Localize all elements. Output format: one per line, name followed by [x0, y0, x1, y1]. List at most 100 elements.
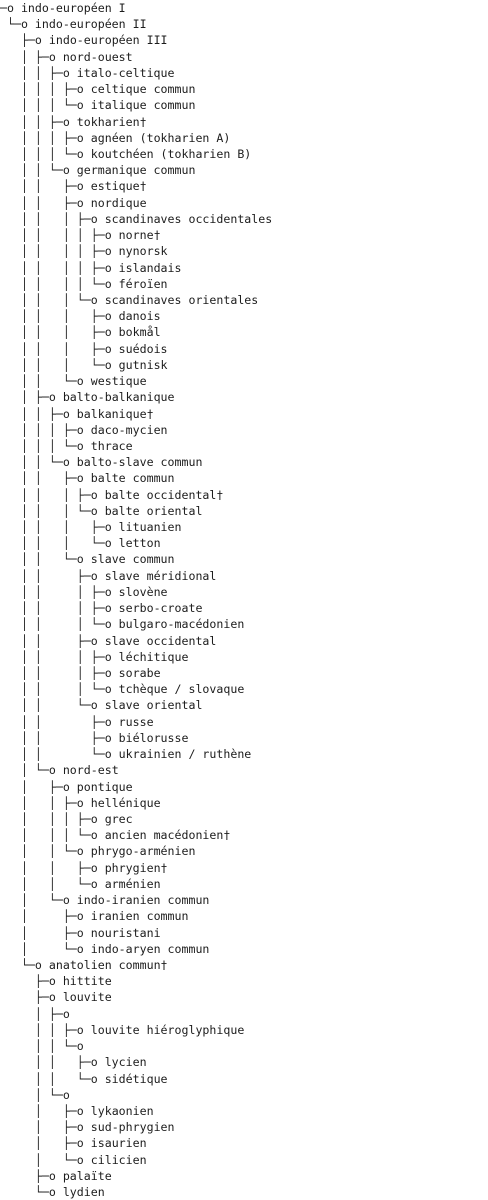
tree-node-label: estique†	[90, 179, 147, 194]
tree-connector: ├─o	[0, 974, 63, 989]
tree-node: │ ├─o nouristani	[0, 925, 488, 941]
tree-node: │ ├─o nord-ouest	[0, 49, 488, 65]
tree-node-label: agnéen (tokharien A)	[90, 130, 231, 145]
tree-node-label: balkanique†	[76, 406, 154, 421]
tree-node: └─o indo-européen II	[0, 16, 488, 32]
tree-node: │ ├─o pontique	[0, 779, 488, 795]
tree-node: ├─o louvite	[0, 989, 488, 1005]
tree-node: │ │ ├─o nordique	[0, 195, 488, 211]
tree-node: │ │ │ ├─o scandinaves occidentales	[0, 211, 488, 227]
tree-node: │ │ ├─o tokharien†	[0, 114, 488, 130]
tree-connector: │ │ │ │ ├─o	[0, 244, 119, 259]
tree-node-label: tchèque / slovaque	[118, 682, 245, 697]
tree-node: │ │ │ │ └─o féroïen	[0, 276, 488, 292]
tree-connector: │ │ ├─o	[0, 471, 91, 486]
tree-connector: │ │ │ ├─o	[0, 601, 119, 616]
tree-node: │ │ ├─o slave méridional	[0, 568, 488, 584]
tree-node: │ │ ├─o louvite hiéroglyphique	[0, 1022, 488, 1038]
tree-connector: │ │ └─o	[0, 844, 91, 859]
tree-connector: ├─o	[0, 33, 49, 48]
tree-node-label: arménien	[104, 876, 161, 891]
tree-node-label: suédois	[118, 341, 168, 356]
tree-node-label: norne†	[118, 228, 161, 243]
tree-node: │ ├─o isaurien	[0, 1135, 488, 1151]
tree-node-label: italique commun	[90, 98, 196, 113]
tree-node: │ └─o cilicien	[0, 1152, 488, 1168]
tree-node-label: letton	[118, 536, 161, 551]
tree-node: │ │ │ ├─o léchitique	[0, 649, 488, 665]
tree-node-label: hittite	[62, 974, 112, 989]
tree-node-label: slovène	[118, 584, 168, 599]
tree-connector: │ ├─o	[0, 909, 91, 924]
tree-connector: │ │ │ ├─o	[0, 584, 119, 599]
tree-connector: │ │ │ ├─o	[0, 422, 91, 437]
tree-node-label: sud-phrygien	[90, 1120, 175, 1135]
tree-node-label: balto-balkanique	[62, 390, 175, 405]
tree-node: ─o indo-européen I	[0, 0, 488, 16]
tree-connector: │ │ │ └─o	[0, 292, 105, 307]
tree-node: │ │ │ └─o bulgaro-macédonien	[0, 616, 488, 632]
tree-node-label: thrace	[90, 438, 133, 453]
tree-node: │ │ ├─o slave occidental	[0, 633, 488, 649]
tree-connector: │ │ ├─o	[0, 179, 91, 194]
tree-node-label: slave commun	[90, 552, 175, 567]
tree-node: │ │ │ └─o italique commun	[0, 97, 488, 113]
tree-node: │ │ └─o ukrainien / ruthène	[0, 746, 488, 762]
tree-node: ├─o indo-européen III	[0, 32, 488, 48]
tree-node-label: slave occidental	[104, 633, 217, 648]
tree-connector: │ │ │ ├─o	[0, 812, 105, 826]
tree-connector: │ └─o	[0, 941, 91, 956]
tree-node: │ │ │ ├─o celtique commun	[0, 81, 488, 97]
tree-connector: │ │ │ └─o	[0, 357, 119, 372]
tree-connector: │ │ ├─o	[0, 714, 119, 729]
tree-node: │ │ │ └─o koutchéen (tokharien B)	[0, 146, 488, 162]
tree-node: │ │ │ ├─o lituanien	[0, 519, 488, 535]
tree-node-label: indo-européen I	[20, 1, 126, 15]
tree-node: │ └─o nord-est	[0, 762, 488, 778]
tree-node: │ ├─o sud-phrygien	[0, 1119, 488, 1135]
tree-connector: │ │ │ ├─o	[0, 487, 105, 502]
tree-connector: │ │ └─o	[0, 1071, 105, 1086]
tree-connector: └─o	[0, 1185, 63, 1200]
tree-node-label: lykaonien	[90, 1103, 154, 1118]
tree-node: │ │ │ └─o gutnisk	[0, 357, 488, 373]
tree-connector: │ │ │ └─o	[0, 438, 91, 453]
tree-node: │ │ └─o phrygo-arménien	[0, 843, 488, 859]
tree-node-label: indo-aryen commun	[90, 941, 210, 956]
tree-node: │ │ └─o sidétique	[0, 1071, 488, 1087]
tree-connector: │ │ └─o	[0, 455, 77, 470]
tree-node: │ │ │ └─o letton	[0, 535, 488, 551]
tree-connector: │ │ │ ├─o	[0, 666, 119, 681]
tree-connector: │ │ ├─o	[0, 860, 105, 875]
tree-node: │ │ │ │ ├─o islandais	[0, 260, 488, 276]
tree-connector: └─o	[0, 17, 35, 32]
tree-node: │ │ │ ├─o balte occidental†	[0, 487, 488, 503]
tree-node: │ │ │ ├─o danois	[0, 308, 488, 324]
tree-node: │ │ ├─o hellénique	[0, 795, 488, 811]
tree-node: │ │ │ │ ├─o nynorsk	[0, 243, 488, 259]
tree-node: │ │ ├─o phrygien†	[0, 860, 488, 876]
tree-connector: ├─o	[0, 990, 63, 1005]
tree-node: │ │ │ │ ├─o norne†	[0, 227, 488, 243]
tree-connector: │ │ │ ├─o	[0, 341, 119, 356]
tree-node: │ │ └─o arménien	[0, 876, 488, 892]
tree-node: │ │ │ ├─o grec	[0, 811, 488, 827]
tree-node: │ ├─o iranien commun	[0, 908, 488, 924]
tree-node-label: isaurien	[90, 1136, 147, 1151]
tree-node-label: koutchéen (tokharien B)	[90, 146, 252, 161]
tree-node: │ ├─o balto-balkanique	[0, 389, 488, 405]
tree-node-label: hellénique	[90, 795, 161, 810]
tree-node-label: germanique commun	[76, 163, 196, 178]
tree-node: │ │ │ ├─o bokmål	[0, 324, 488, 340]
tree-connector: │ ├─o	[0, 49, 63, 64]
tree-connector: │ │ ├─o	[0, 65, 77, 80]
tree-node: │ │ └─o westique	[0, 373, 488, 389]
tree-node-label: louvite hiéroglyphique	[90, 1022, 245, 1037]
tree-node-label: nynorsk	[118, 244, 168, 259]
tree-node-label: grec	[104, 812, 133, 826]
tree-node-label: bulgaro-macédonien	[118, 617, 245, 632]
tree-node: │ ├─o lykaonien	[0, 1103, 488, 1119]
tree-node-label: bokmål	[118, 325, 161, 340]
tree-connector: │ │ └─o	[0, 552, 91, 567]
